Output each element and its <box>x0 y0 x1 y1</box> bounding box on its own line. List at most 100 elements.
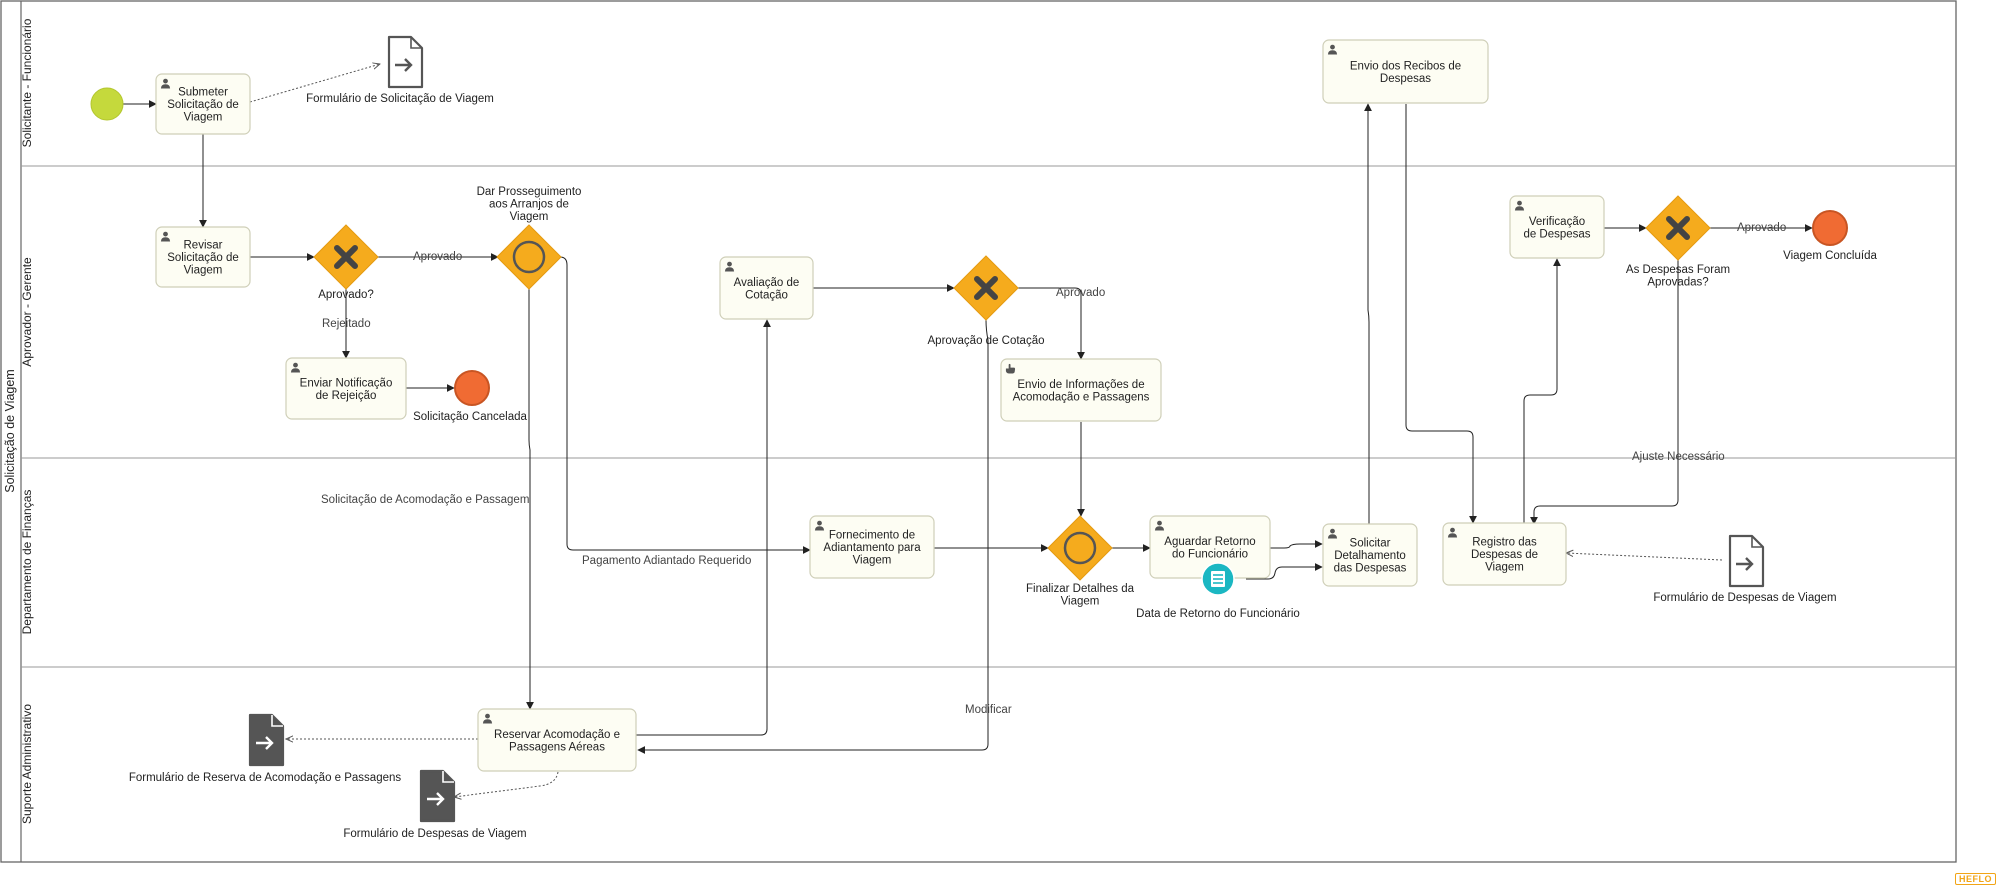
arrow-right-icon <box>256 736 274 750</box>
lane-label-aprovador: Aprovador - Gerente <box>20 257 34 367</box>
task-box[interactable] <box>285 357 407 420</box>
task-box[interactable] <box>809 515 935 579</box>
flow-prosseguimento-fornecimento[interactable] <box>559 256 811 554</box>
task-box[interactable] <box>1000 358 1162 422</box>
lane-label-solicitante: Solicitante - Funcionário <box>20 18 34 147</box>
start-event-circle[interactable] <box>90 87 124 121</box>
flow-prosseguimento-reservar[interactable] <box>526 289 534 710</box>
data-object-d4[interactable]: Formulário de Despesas de Viagem <box>343 769 527 840</box>
edge-label-aprovado-1: Aprovado <box>413 251 462 263</box>
gateway-diamond[interactable] <box>1047 515 1113 581</box>
gateway-diamond[interactable] <box>496 224 562 290</box>
end-event-circle[interactable] <box>454 370 490 406</box>
task-box[interactable] <box>477 708 637 772</box>
flow-aprovacao-modificar[interactable] <box>637 319 989 754</box>
document-label: Formulário de Reserva de Acomodação e Pa… <box>129 772 402 784</box>
exclusive-x-icon <box>334 245 358 269</box>
sequence-flows <box>122 100 1813 754</box>
task-box[interactable] <box>719 256 814 320</box>
pool-border <box>0 0 1957 863</box>
edge-label-aprovado-3: Aprovado <box>1737 222 1786 234</box>
flow-aprovacao-envio[interactable] <box>1018 287 1085 360</box>
event-e_start[interactable] <box>90 87 124 121</box>
gateway-g1[interactable]: Aprovado? <box>313 224 379 301</box>
events: Solicitação Cancelada Viagem ConcluídaDat… <box>90 87 1877 620</box>
event-label: Viagem Concluída <box>1783 250 1877 262</box>
data-associations <box>249 64 1723 797</box>
task-box[interactable] <box>1322 39 1489 104</box>
lane-label-financas: Departamento de Finanças <box>20 490 34 635</box>
document-fold <box>442 771 454 783</box>
document-icon[interactable] <box>387 35 424 89</box>
flow-recibos-registro[interactable] <box>1405 104 1477 524</box>
arrow-right-icon <box>1736 557 1754 571</box>
assoc-submeter-form <box>249 64 380 103</box>
data-object-d1[interactable]: Formulário de Solicitação de Viagem <box>306 35 494 105</box>
end-event-circle[interactable] <box>1812 210 1848 246</box>
document-icon[interactable] <box>1728 534 1765 588</box>
flow-ajuste-registro[interactable] <box>1530 260 1679 525</box>
lane-labels: Solicitante - Funcionário Aprovador - Ge… <box>20 18 34 824</box>
data-objects: Formulário de Solicitação de ViagemFormu… <box>129 35 1837 840</box>
flow-reservar-avaliacao[interactable] <box>636 319 771 736</box>
gateway-label: Aprovação de Cotação <box>928 335 1045 347</box>
edge-label-pagamento: Pagamento Adiantado Requerido <box>582 555 751 567</box>
gateway-g3[interactable]: Aprovação de Cotação <box>928 255 1045 347</box>
task-box[interactable] <box>1442 522 1567 586</box>
event-e_done[interactable]: Viagem Concluída <box>1783 210 1877 262</box>
task-box[interactable] <box>155 73 251 135</box>
exclusive-x-icon <box>1666 216 1690 240</box>
flow-data-solicitar-2[interactable] <box>1246 563 1323 580</box>
data-object-d2[interactable]: Formulário de Despesas de Viagem <box>1653 534 1837 604</box>
edge-labels: Aprovado Rejeitado Aprovado Aprovado Sol… <box>321 222 1786 716</box>
edge-label-rejeitado: Rejeitado <box>322 318 371 330</box>
lane-label-suporte: Suporte Administrativo <box>20 704 34 824</box>
document-label: Formulário de Solicitação de Viagem <box>306 93 494 105</box>
task-box[interactable] <box>155 226 251 288</box>
document-label: Formulário de Despesas de Viagem <box>343 828 526 840</box>
event-e_timer[interactable]: Data de Retorno do Funcionário <box>1136 562 1300 620</box>
pool: Solicitação de Viagem <box>0 0 1957 863</box>
task-box[interactable] <box>1509 195 1605 259</box>
document-fold <box>271 715 283 727</box>
flow-solicitar-envio-recibos[interactable] <box>1364 103 1372 525</box>
arrow-right-icon <box>395 58 413 72</box>
document-icon[interactable] <box>248 713 285 767</box>
document-icon[interactable] <box>419 769 456 823</box>
flow-registro-verificacao[interactable] <box>1523 258 1561 524</box>
event-e_cancel[interactable]: Solicitação Cancelada <box>413 370 527 423</box>
edge-label-solicitacao-acomodacao: Solicitação de Acomodação e Passagem <box>321 494 529 506</box>
task-box[interactable] <box>1322 523 1418 587</box>
gateway-label: Aprovado? <box>318 289 374 301</box>
document-fold <box>1751 536 1763 548</box>
data-object-d3[interactable]: Formulário de Reserva de Acomodação e Pa… <box>129 713 402 784</box>
flow-aguardar-solicitar-1[interactable] <box>1270 540 1323 549</box>
event-label: Data de Retorno do Funcionário <box>1136 608 1300 620</box>
